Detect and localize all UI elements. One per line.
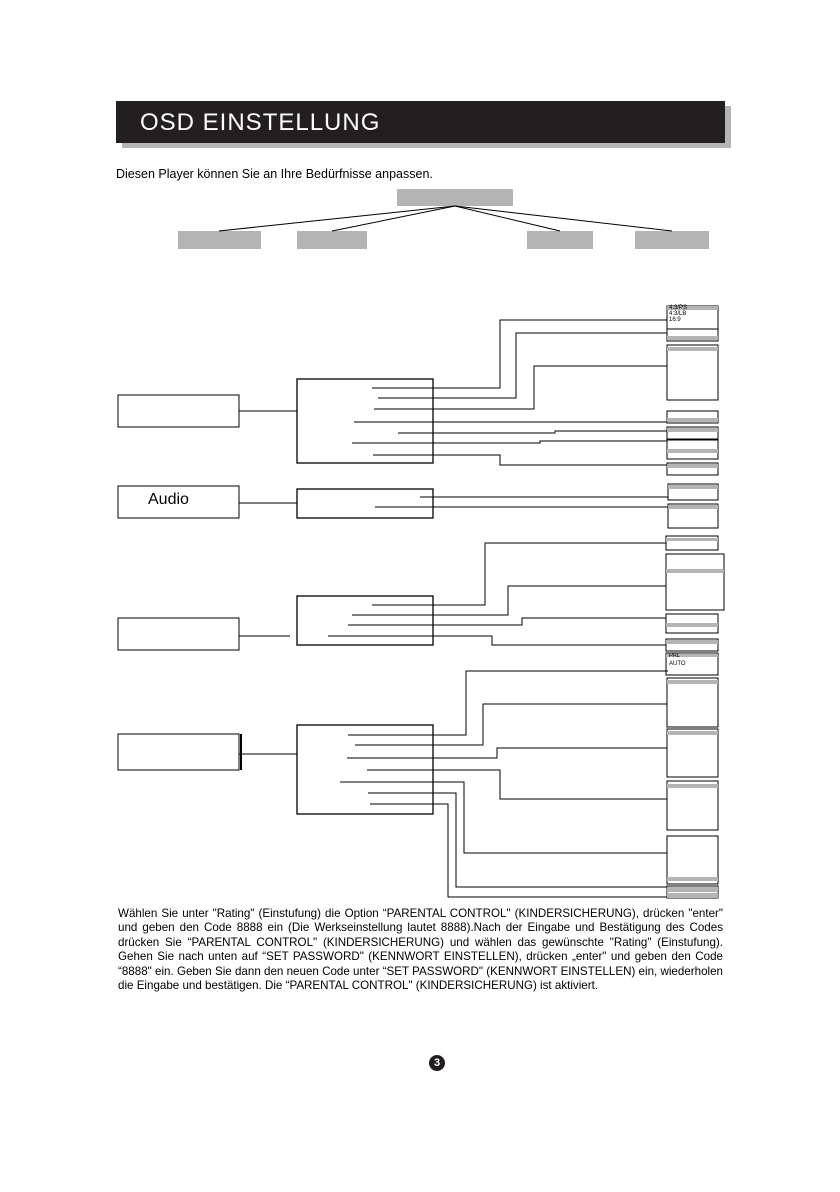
video-menu-box [117, 617, 240, 651]
tv-type-options-box [665, 652, 719, 676]
section-video [117, 535, 725, 676]
general-menu-box [117, 394, 240, 428]
title-bar: OSD EINSTELLUNG [116, 101, 725, 143]
root-menu-box [397, 189, 513, 206]
video-submenu-box [296, 595, 434, 646]
option-box-p3 [666, 780, 719, 831]
page-title: OSD EINSTELLUNG [140, 109, 381, 136]
top-menu-box-3 [527, 231, 593, 249]
audio-menu-box [117, 485, 240, 519]
option-box-p4 [666, 835, 719, 885]
audio-submenu-box [296, 488, 434, 519]
option-box-g3 [666, 344, 719, 401]
option-box-p2 [666, 728, 719, 778]
tv-display-option-1: 4:3/PS [669, 305, 688, 311]
general-submenu-box [296, 378, 434, 464]
page-number: 3 [429, 1055, 445, 1071]
top-menu-box-4 [635, 231, 709, 249]
preference-menu-box [117, 733, 240, 771]
section-general [117, 305, 719, 476]
top-menu-tree [178, 189, 709, 249]
tv-display-option-3: 16:9 [669, 317, 681, 323]
intro-text: Diesen Player können Sie an Ihre Bedürfn… [116, 167, 433, 181]
section-audio [117, 483, 719, 529]
option-box-p1 [666, 677, 719, 728]
section-preferences [117, 670, 719, 899]
tv-type-option-1: PAL [669, 653, 680, 659]
top-menu-box-1 [178, 231, 261, 249]
instruction-paragraph: Wählen Sie unter "Rating" (Einstufung) d… [118, 907, 723, 993]
option-box-v2 [665, 553, 725, 611]
tv-type-option-2: AUTO [669, 661, 686, 667]
tv-display-option-2: 4:3/LB [669, 311, 687, 317]
audio-menu-label: Audio [148, 491, 189, 508]
top-menu-box-2 [297, 231, 367, 249]
